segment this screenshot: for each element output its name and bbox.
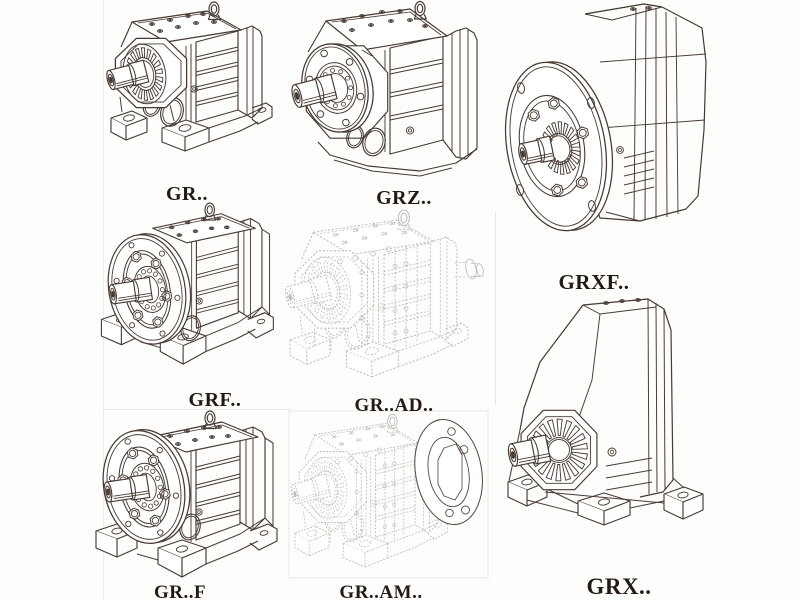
- svg-text:GRXF..: GRXF..: [558, 270, 629, 294]
- svg-text:GRZ..: GRZ..: [376, 187, 432, 209]
- svg-text:GR..AD..: GR..AD..: [355, 395, 434, 416]
- svg-text:GRX..: GRX..: [586, 574, 651, 599]
- svg-text:GR..: GR..: [166, 183, 208, 205]
- svg-text:GR..AM..: GR..AM..: [339, 582, 422, 600]
- svg-text:GR..F: GR..F: [154, 582, 206, 600]
- svg-text:GRF..: GRF..: [189, 389, 242, 411]
